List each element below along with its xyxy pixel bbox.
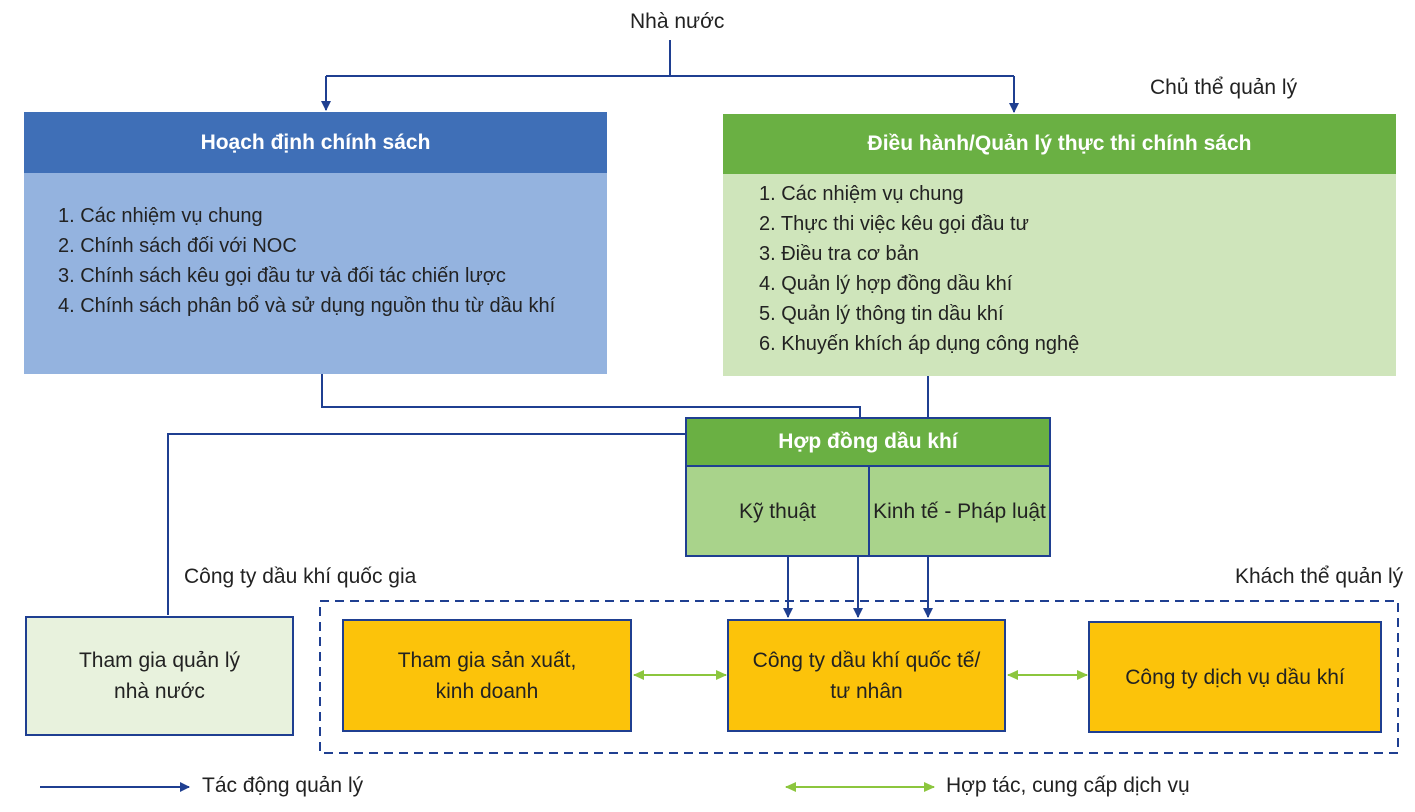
execution-item: 4. Quản lý hợp đồng dầu khí xyxy=(759,273,1013,295)
contract-header: Hợp đồng dầu khí xyxy=(687,419,1049,467)
legend-cooperation-label: Hợp tác, cung cấp dịch vụ xyxy=(946,774,1190,797)
execution-header: Điều hành/Quản lý thực thi chính sách xyxy=(723,114,1396,174)
service-company-box: Công ty dịch vụ dầu khí xyxy=(1088,621,1382,733)
contract-technical-cell: Kỹ thuật xyxy=(687,467,870,555)
execution-list: 1. Các nhiệm vụ chung 2. Thực thi việc k… xyxy=(759,179,1079,359)
policy-item: 2. Chính sách đối với NOC xyxy=(58,235,297,257)
policy-to-contract-connector xyxy=(321,374,861,418)
state-management-line2: nhà nước xyxy=(114,680,205,703)
state-management-box: Tham gia quản lý nhà nước xyxy=(25,616,294,736)
state-label: Nhà nước xyxy=(630,10,725,33)
policy-item: 3. Chính sách kêu gọi đầu tư và đối tác … xyxy=(58,265,506,287)
execution-item: 1. Các nhiệm vụ chung xyxy=(759,183,964,205)
execution-item: 6. Khuyến khích áp dụng công nghệ xyxy=(759,333,1080,355)
policy-list: 1. Các nhiệm vụ chung 2. Chính sách đối … xyxy=(58,201,555,321)
policy-header: Hoạch định chính sách xyxy=(24,112,607,173)
policy-item: 1. Các nhiệm vụ chung xyxy=(58,205,263,227)
policy-item: 4. Chính sách phân bổ và sử dụng nguồn t… xyxy=(58,295,556,317)
managed-object-label: Khách thể quản lý xyxy=(1235,565,1404,588)
state-management-line1: Tham gia quản lý xyxy=(78,649,241,672)
production-business-box: Tham gia sản xuất, kinh doanh xyxy=(342,619,632,732)
contract-economic-legal-cell: Kinh tế - Pháp luật xyxy=(873,499,1046,523)
contract-box: Hợp đồng dầu khí Kỹ thuật Kinh tế - Pháp… xyxy=(685,417,1051,557)
execution-box: Điều hành/Quản lý thực thi chính sách 1.… xyxy=(723,114,1396,376)
state-to-boxes-connector xyxy=(321,40,1019,113)
policy-box: Hoạch định chính sách 1. Các nhiệm vụ ch… xyxy=(24,112,607,374)
intl-line2: tư nhân xyxy=(830,679,903,703)
execution-item: 2. Thực thi việc kêu gọi đầu tư xyxy=(759,213,1029,235)
intl-line1: Công ty dầu khí quốc tế/ xyxy=(752,648,981,672)
contract-to-noc-connector xyxy=(167,433,686,615)
noc-label: Công ty dầu khí quốc gia xyxy=(184,565,417,588)
contract-to-intl-arrows xyxy=(783,556,933,618)
management-subject-label: Chủ thể quản lý xyxy=(1150,76,1298,99)
international-company-box: Công ty dầu khí quốc tế/ tư nhân xyxy=(727,619,1006,732)
service-label: Công ty dịch vụ dầu khí xyxy=(1125,665,1345,689)
execution-item: 5. Quản lý thông tin dầu khí xyxy=(759,303,1004,325)
legend-management-label: Tác động quản lý xyxy=(202,774,364,797)
execution-item: 3. Điều tra cơ bản xyxy=(759,243,919,265)
production-line1: Tham gia sản xuất, xyxy=(397,648,577,672)
production-line2: kinh doanh xyxy=(435,679,539,703)
